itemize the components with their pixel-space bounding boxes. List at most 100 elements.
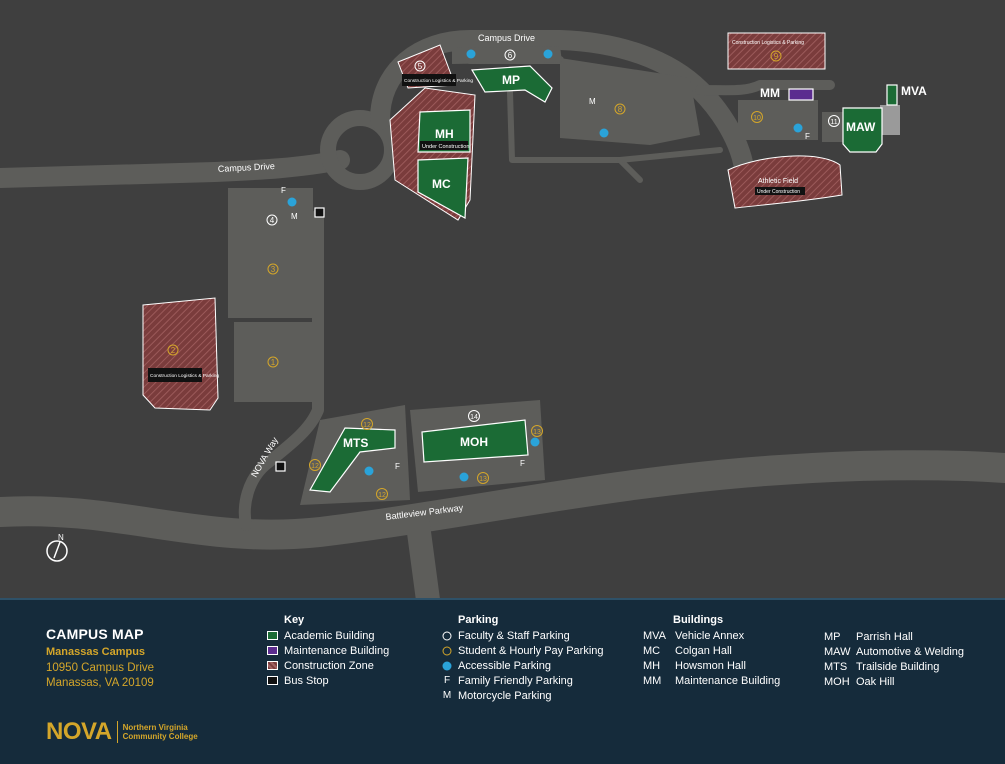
lot-marker-11[interactable] <box>828 115 840 127</box>
lot-number-10: 10 <box>753 115 761 122</box>
key-academic: Academic Building <box>267 628 389 643</box>
building-mc[interactable] <box>417 157 469 219</box>
lot-marker-10[interactable] <box>751 111 763 123</box>
accessible-icon[interactable] <box>793 123 803 133</box>
bus-stops <box>275 207 325 472</box>
key-bus-stop: Bus Stop <box>267 673 389 688</box>
lot-mva[interactable] <box>880 105 900 135</box>
athletic-field-note: Under Construction <box>757 189 800 195</box>
lot-marker-3[interactable] <box>267 263 279 275</box>
building-mp[interactable] <box>470 65 553 103</box>
lot-number-6: 6 <box>508 51 513 60</box>
lot-marker-1[interactable] <box>267 356 279 368</box>
label-mva: MVA <box>901 84 927 98</box>
lot-number-1: 1 <box>271 358 276 367</box>
accessible-icon[interactable] <box>530 437 540 447</box>
south-connector-road[interactable] <box>406 513 440 600</box>
building-moh[interactable] <box>421 419 529 463</box>
label-mc: MC <box>432 177 451 191</box>
accessible-icon[interactable] <box>466 49 476 59</box>
lot-number-12c: 12 <box>378 492 386 499</box>
lot-6[interactable] <box>452 46 562 64</box>
motorcycle-marker-lot8: M <box>589 97 596 106</box>
mh-note: Under Construction <box>422 144 469 150</box>
lot-marker-4[interactable] <box>266 214 278 226</box>
north-arrow-icon <box>46 540 68 562</box>
lot-marker-12a[interactable] <box>361 418 373 430</box>
lot-marker-2[interactable] <box>167 344 179 356</box>
inner-road-2[interactable] <box>617 147 723 163</box>
family-marker-lot10: F <box>805 132 810 141</box>
building-mva[interactable] <box>886 84 898 106</box>
lot-1[interactable] <box>234 322 314 402</box>
parking-student: Student & Hourly Pay Parking <box>440 643 604 658</box>
north-label: N <box>58 533 64 542</box>
lot-marker-13b[interactable] <box>477 472 489 484</box>
accessible-icon[interactable] <box>543 49 553 59</box>
accessible-icon[interactable] <box>287 197 297 207</box>
zone-athletic-field[interactable] <box>727 155 843 209</box>
label-maw: MAW <box>846 120 876 134</box>
lot-10[interactable] <box>738 100 818 140</box>
legend-parking: Parking Faculty & Staff Parking Student … <box>440 614 604 703</box>
lot-markers: 1 2 3 4 5 6 8 9 10 11 12 12 12 13 13 14 <box>167 49 840 500</box>
map-legend-panel: CAMPUS MAP Manassas Campus 10950 Campus … <box>0 598 1005 764</box>
maintenance-swatch <box>267 646 278 655</box>
nova-way-road[interactable] <box>238 209 324 531</box>
zone-2-label: Construction Logistics & Parking <box>150 373 219 379</box>
north-arrow: N <box>46 533 68 562</box>
accessible-icons <box>287 49 803 482</box>
zone-2[interactable] <box>142 297 219 411</box>
building-mts[interactable] <box>309 427 396 493</box>
lot-marker-13a[interactable] <box>531 425 543 437</box>
lot-11[interactable] <box>822 112 844 142</box>
key-maintenance: Maintenance Building <box>267 643 389 658</box>
bus-stop-icon[interactable] <box>314 207 325 218</box>
battleview-parkway[interactable] <box>0 450 1005 550</box>
zone-9-label: Construction Logistics & Parking <box>732 40 804 46</box>
bus-stop-icon[interactable] <box>275 461 286 472</box>
building-maw[interactable] <box>842 107 883 153</box>
family-marker-mts: F <box>395 462 400 471</box>
buildings-heading: Buildings <box>673 614 724 626</box>
address-line-2: Manassas, VA 20109 <box>46 677 154 689</box>
parking-accessible: Accessible Parking <box>440 658 604 673</box>
lot-number-9: 9 <box>774 52 779 61</box>
athletic-note-box <box>755 187 805 195</box>
accessible-icon[interactable] <box>364 466 374 476</box>
lot-marker-6[interactable] <box>504 49 516 61</box>
family-marker-moh: F <box>520 459 525 468</box>
label-moh: MOH <box>460 435 488 449</box>
lot-marker-8[interactable] <box>614 103 626 115</box>
parking-lots <box>228 46 900 505</box>
motorcycle-marker-lot4: M <box>291 212 298 221</box>
lot-marker-12b[interactable] <box>309 459 321 471</box>
road-label-campus-drive-north: Campus Drive <box>478 33 535 43</box>
lot-marker-14[interactable] <box>468 410 480 422</box>
campus-map-title: CAMPUS MAP <box>46 626 144 642</box>
lot-number-11: 11 <box>830 119 837 126</box>
inner-road-1[interactable] <box>507 89 643 183</box>
lot-8[interactable] <box>560 58 700 145</box>
logo-line-1: Northern Virginia <box>122 723 188 732</box>
accessible-icon[interactable] <box>459 472 469 482</box>
legend-key: Key Academic Building Maintenance Buildi… <box>267 614 389 688</box>
lot-marker-12c[interactable] <box>376 488 388 500</box>
lot-marker-9[interactable] <box>770 50 782 62</box>
lot-4-3[interactable] <box>228 188 313 318</box>
east-access-road[interactable] <box>695 80 835 96</box>
lot-marker-5[interactable] <box>414 60 426 72</box>
lot-number-2: 2 <box>171 346 176 355</box>
label-mm: MM <box>760 86 780 100</box>
building-mm[interactable] <box>788 88 814 101</box>
accessible-icon[interactable] <box>599 128 609 138</box>
